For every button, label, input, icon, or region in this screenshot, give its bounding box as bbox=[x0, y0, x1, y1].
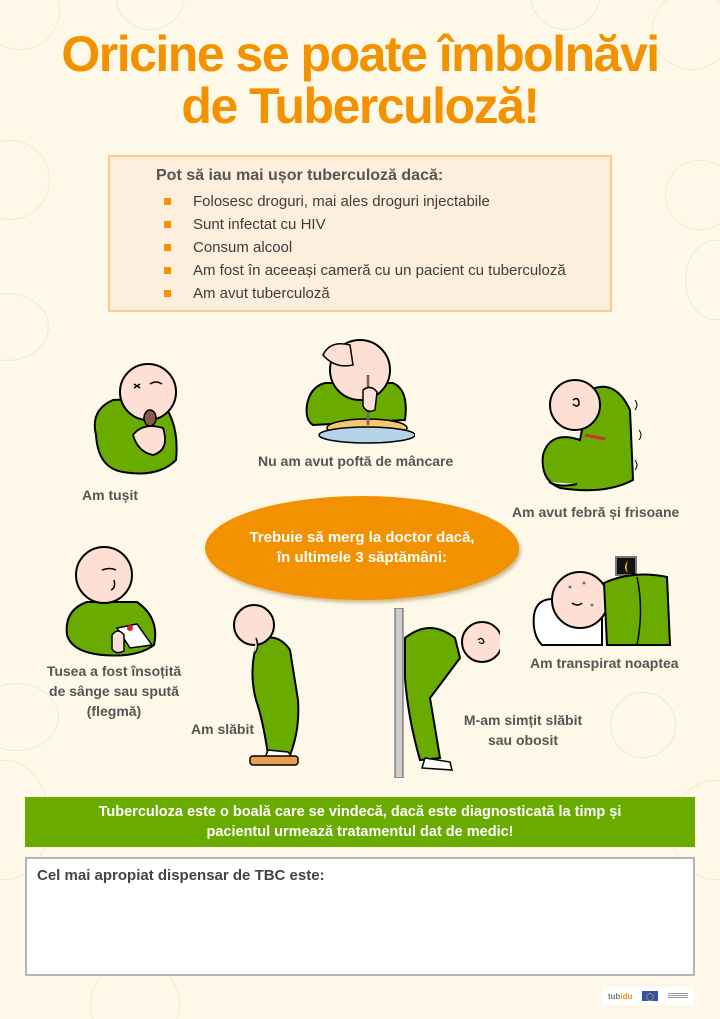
sweating-man-in-bed-illustration bbox=[532, 556, 672, 646]
symptom-weight-caption: Am slăbit bbox=[191, 721, 255, 737]
nearest-dispensary-box[interactable]: Cel mai apropiat dispensar de TBC este: bbox=[25, 857, 695, 976]
list-item: Sunt infectat cu HIV bbox=[156, 213, 610, 236]
man-bloody-handkerchief-illustration bbox=[65, 546, 157, 657]
risk-factors-heading: Pot să iau mai ușor tuberculoză dacă: bbox=[156, 167, 444, 184]
tired-man-leaning-illustration bbox=[394, 608, 500, 778]
tubidu-logo: tubidu bbox=[608, 991, 633, 1001]
decorative-circle bbox=[685, 240, 720, 320]
list-item: Consum alcool bbox=[156, 236, 610, 259]
title-line-1: Oricine se poate îmbolnăvi bbox=[61, 26, 660, 82]
symptom-blood-caption: Tusea a fost însoțită de sânge sau spută… bbox=[46, 663, 182, 719]
square-bullet-icon bbox=[164, 290, 171, 297]
list-item: Folosesc droguri, mai ales droguri injec… bbox=[156, 190, 610, 213]
oval-line-2: în ultimele 3 săptămâni: bbox=[276, 549, 448, 566]
square-bullet-icon bbox=[164, 198, 171, 205]
symptom-fever-caption: Am avut febră și frisoane bbox=[512, 504, 680, 520]
decorative-circle bbox=[610, 692, 676, 758]
decorative-circle bbox=[0, 140, 50, 220]
man-no-appetite-illustration bbox=[305, 339, 415, 444]
risk-factors-box: Pot să iau mai ușor tuberculoză dacă: Fo… bbox=[108, 155, 612, 312]
list-item: Am fost în aceeași cameră cu un pacient … bbox=[156, 259, 610, 282]
doctor-advice-oval: Trebuie să merg la doctor dacă, în ultim… bbox=[205, 496, 519, 600]
oval-line-1: Trebuie să merg la doctor dacă, bbox=[249, 529, 475, 546]
coughing-man-illustration bbox=[93, 363, 178, 475]
footer-logos: tubidu bbox=[602, 987, 694, 1005]
page-title: Oricine se poate îmbolnăvi de Tuberculoz… bbox=[0, 28, 720, 132]
symptom-cough-caption: Am tușit bbox=[82, 487, 138, 503]
dispensary-value-field[interactable] bbox=[37, 884, 693, 964]
square-bullet-icon bbox=[164, 267, 171, 274]
treatable-message-banner: Tuberculoza este o boală care se vindecă… bbox=[25, 797, 695, 847]
decorative-circle bbox=[0, 293, 49, 361]
eu-flag-icon bbox=[642, 991, 659, 1001]
decorative-circle bbox=[665, 160, 720, 230]
eu-funding-text bbox=[668, 993, 689, 999]
symptom-appetite-caption: Nu am avut poftă de mâncare bbox=[258, 453, 454, 469]
square-bullet-icon bbox=[164, 244, 171, 251]
square-bullet-icon bbox=[164, 221, 171, 228]
banner-line-1: Tuberculoza este o boală care se vindecă… bbox=[98, 804, 622, 820]
banner-line-2: pacientul urmează tratamentul dat de med… bbox=[206, 824, 514, 840]
symptom-sweat-caption: Am transpirat noaptea bbox=[530, 655, 679, 671]
list-item: Am avut tuberculoză bbox=[156, 282, 610, 305]
symptom-weak-caption: M-am simțit slăbit sau obosit bbox=[463, 712, 583, 748]
man-shivering-illustration bbox=[541, 379, 642, 492]
title-line-2: de Tuberculoză! bbox=[181, 78, 540, 134]
man-on-scale-illustration bbox=[233, 604, 300, 766]
risk-factors-list: Folosesc droguri, mai ales droguri injec… bbox=[156, 190, 610, 305]
dispensary-label: Cel mai apropiat dispensar de TBC este: bbox=[37, 867, 325, 884]
